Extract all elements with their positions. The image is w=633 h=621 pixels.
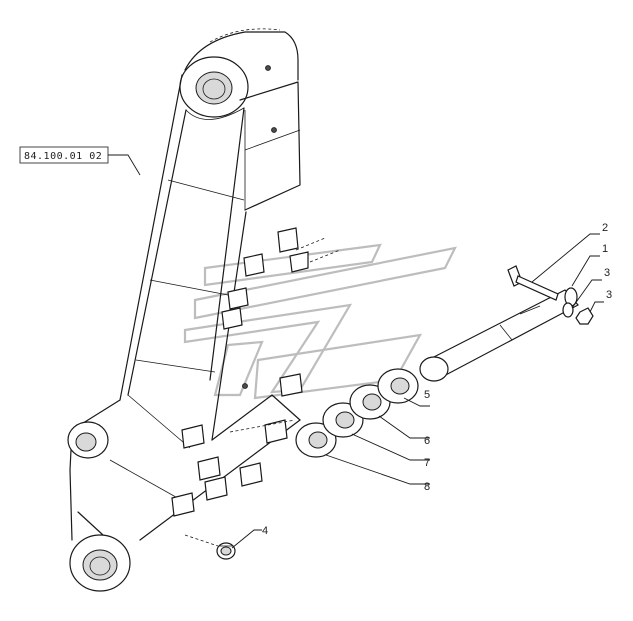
callout-2: 2 bbox=[602, 222, 608, 234]
bolt bbox=[507, 265, 559, 301]
callout-7: 7 bbox=[424, 457, 430, 469]
callout-leaders bbox=[231, 233, 604, 549]
callout-3-washer: 3 bbox=[604, 267, 610, 279]
reference-number: 84.100.01 02 bbox=[24, 151, 102, 162]
callout-8: 8 bbox=[424, 481, 430, 493]
callout-1: 1 bbox=[602, 243, 608, 255]
callout-6: 6 bbox=[424, 435, 430, 447]
callout-5: 5 bbox=[424, 389, 430, 401]
grease-fitting bbox=[184, 534, 236, 560]
callout-3-nut: 3 bbox=[606, 289, 612, 301]
washer-and-nut bbox=[562, 302, 594, 325]
callout-labels: 2 1 3 3 4 5 6 7 8 bbox=[262, 222, 612, 537]
reference-box: 84.100.01 02 bbox=[19, 146, 141, 176]
callout-4: 4 bbox=[262, 525, 268, 537]
boom-arm bbox=[67, 28, 341, 592]
pin bbox=[419, 287, 579, 382]
spacer-rings bbox=[295, 368, 419, 458]
